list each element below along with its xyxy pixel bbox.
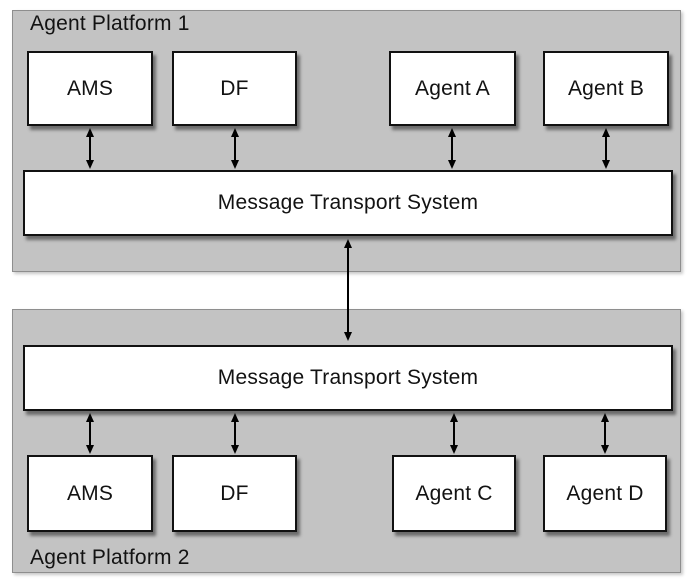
arrow-shaft — [89, 420, 91, 447]
platform2-agent-d-box: Agent D — [543, 455, 667, 532]
platform1-label: Agent Platform 1 — [30, 12, 190, 35]
platform2-agent-c-box: Agent C — [392, 455, 516, 532]
platform1-ams-box: AMS — [27, 51, 153, 126]
arrow-shaft — [451, 135, 453, 162]
double-arrow-icon — [84, 128, 97, 169]
arrow-shaft — [453, 420, 455, 447]
platform1-agent-a-box: Agent A — [389, 51, 516, 126]
arrow-shaft — [605, 135, 607, 162]
platform2-label: Agent Platform 2 — [30, 546, 190, 569]
arrow-shaft — [234, 420, 236, 447]
arrow-shaft — [347, 246, 349, 334]
double-arrow-icon — [84, 413, 97, 454]
platform2-ams-box: AMS — [27, 455, 153, 532]
double-arrow-icon — [446, 128, 459, 169]
platform1-message-transport-system-bar: Message Transport System — [23, 170, 673, 236]
platform1-df-box: DF — [172, 51, 297, 126]
arrow-shaft — [604, 420, 606, 447]
double-arrow-icon — [229, 413, 242, 454]
inter-platform-double-arrow-icon — [342, 239, 355, 341]
double-arrow-icon — [600, 128, 613, 169]
double-arrow-icon — [229, 128, 242, 169]
double-arrow-icon — [448, 413, 461, 454]
arrow-shaft — [89, 135, 91, 162]
platform2-message-transport-system-bar: Message Transport System — [23, 345, 673, 411]
platform1-agent-b-box: Agent B — [543, 51, 669, 126]
platform2-df-box: DF — [172, 455, 297, 532]
double-arrow-icon — [599, 413, 612, 454]
arrow-shaft — [234, 135, 236, 162]
